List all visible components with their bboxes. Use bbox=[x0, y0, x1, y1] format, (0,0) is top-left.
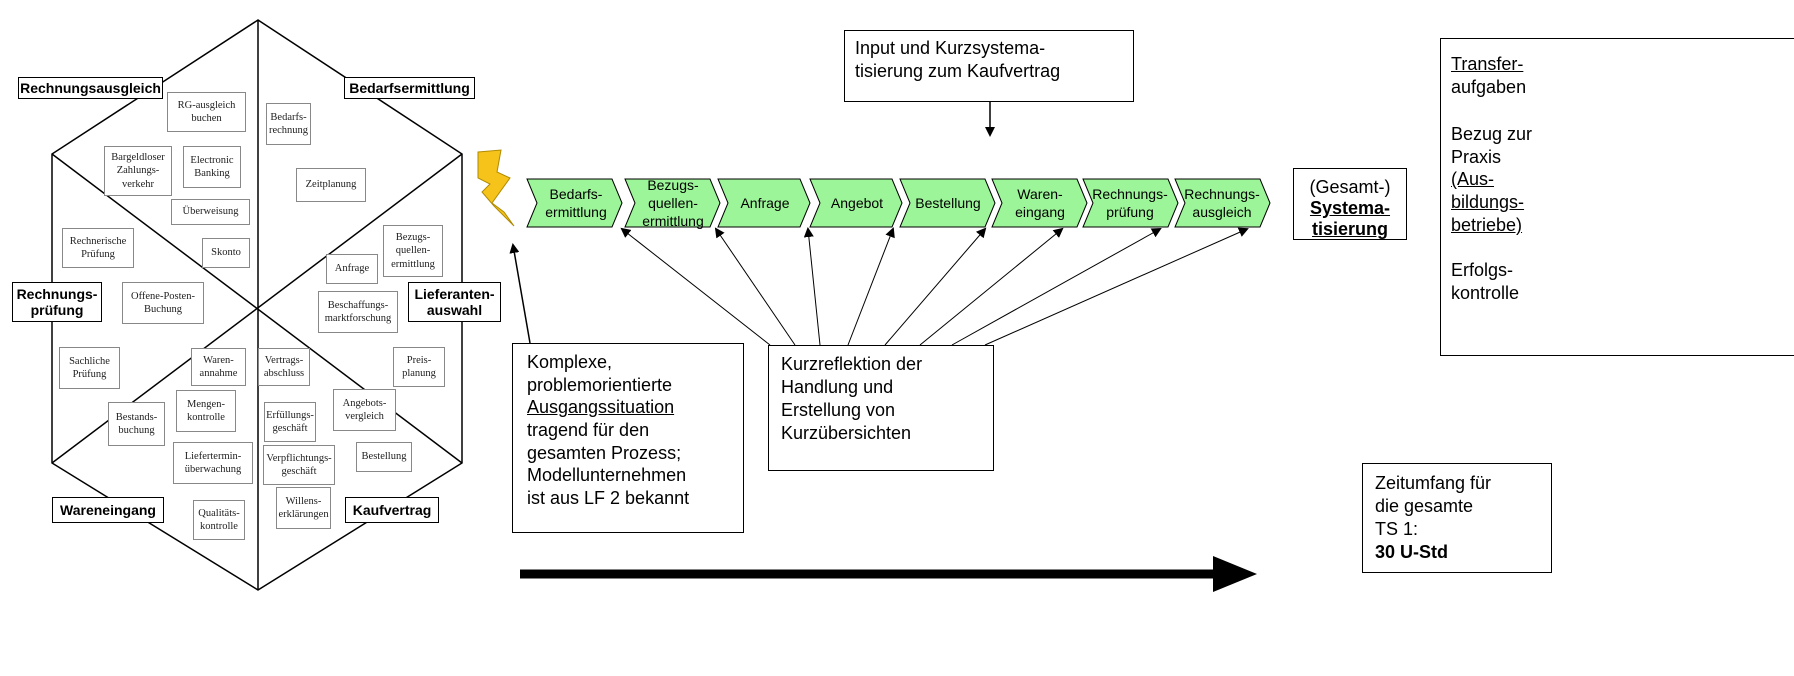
chevron-bezugsquellen bbox=[624, 178, 721, 228]
lightning-icon bbox=[477, 149, 515, 227]
praxis-line-4: bildungs- bbox=[1451, 192, 1525, 213]
category-lieferantenauswahl: Lieferanten- auswahl bbox=[408, 282, 501, 322]
item-willens: Willens-erklärungen bbox=[276, 487, 331, 529]
praxis-line-3: (Aus- bbox=[1451, 169, 1495, 190]
step-label-bestellung: Bestellung bbox=[915, 194, 981, 211]
category-rechnungsausgleich: Rechnungsausgleich bbox=[18, 77, 163, 99]
item-erfuellung: Erfüllungs-geschäft bbox=[264, 402, 316, 442]
complex-line-1: Komplexe, bbox=[527, 352, 613, 372]
transfer-box: Transfer- aufgaben Bezug zur Praxis (Aus… bbox=[1440, 38, 1794, 356]
item-offene-posten: Offene-Posten-Buchung bbox=[122, 282, 204, 324]
reflection-arrow-4 bbox=[847, 227, 895, 346]
category-wareneingang: Wareneingang bbox=[52, 497, 164, 523]
item-verpflichtung: Verpflichtungs-geschäft bbox=[263, 445, 335, 485]
item-vertragsabschluss: Vertrags-abschluss bbox=[258, 348, 310, 386]
item-preisplanung: Preis-planung bbox=[393, 347, 445, 387]
complex-line-2: problemorientierte bbox=[527, 374, 673, 395]
gesamt-line-1: (Gesamt-) bbox=[1309, 177, 1391, 197]
complex-line-4: tragend für den gesamten Prozess; Modell… bbox=[527, 420, 690, 509]
time-line-2: 30 U-Std bbox=[1375, 541, 1449, 562]
timeline-arrowhead bbox=[1213, 556, 1257, 592]
item-bezugsquellen: Bezugs-quellen-ermittlung bbox=[383, 225, 443, 277]
praxis-line-1: Bezug zur bbox=[1451, 123, 1533, 144]
reflection-arrow-1 bbox=[620, 227, 771, 346]
chevron-anfrage bbox=[717, 178, 811, 228]
reflection-text: Kurzreflektion der Handlung und Erstellu… bbox=[781, 354, 923, 444]
transfer-line-2: aufgaben bbox=[1451, 76, 1527, 97]
reflection-box: Kurzreflektion der Handlung und Erstellu… bbox=[768, 345, 994, 471]
category-kaufvertrag: Kaufvertrag bbox=[345, 497, 439, 523]
item-sachliche-pruefung: Sachliche Prüfung bbox=[59, 347, 120, 389]
item-zeitplanung: Zeitplanung bbox=[296, 168, 366, 202]
step-label-wareneingang: Waren- eingang bbox=[1015, 185, 1065, 220]
item-angebotsvergleich: Angebots-vergleich bbox=[333, 389, 396, 431]
step-label-rechnungspruefung: Rechnungs- prüfung bbox=[1092, 185, 1168, 220]
reflection-arrow-6 bbox=[919, 227, 1064, 346]
erfolg-line-2: kontrolle bbox=[1451, 282, 1520, 303]
chevron-wareneingang bbox=[991, 178, 1088, 228]
chevron-rechnungspruefung bbox=[1082, 178, 1179, 228]
time-box: Zeitumfang für die gesamte TS 1: 30 U-St… bbox=[1362, 463, 1552, 573]
item-beschaffungsmarkt: Beschaffungs-marktforschung bbox=[318, 291, 398, 333]
item-bestellung: Bestellung bbox=[356, 442, 412, 472]
category-bedarfsermittlung: Bedarfsermittlung bbox=[344, 77, 475, 99]
complex-situation-box: Komplexe, problemorientierte Ausgangssit… bbox=[512, 343, 744, 533]
step-label-angebot: Angebot bbox=[830, 194, 884, 211]
reflection-arrow-7 bbox=[951, 228, 1162, 346]
item-bestandsbuchung: Bestands-buchung bbox=[108, 402, 165, 446]
step-label-bezugsquellen: Bezugs- quellen- ermittlung bbox=[642, 176, 704, 230]
praxis-line-5: betriebe) bbox=[1451, 215, 1523, 236]
time-text: Zeitumfang für die gesamte TS 1: 30 U-St… bbox=[1375, 472, 1491, 563]
time-line-1: Zeitumfang für die gesamte TS 1: bbox=[1375, 473, 1492, 539]
category-rechnungspruefung: Rechnungs- prüfung bbox=[12, 282, 102, 322]
process-chevrons bbox=[526, 178, 1271, 228]
reflection-arrows bbox=[620, 227, 1249, 346]
item-warenannahme: Waren-annahme bbox=[191, 348, 246, 386]
chevron-bedarfsermittlung bbox=[526, 178, 623, 228]
input-box: Input und Kurzsystema- tisierung zum Kau… bbox=[844, 30, 1134, 102]
transfer-text: Transfer- aufgaben Bezug zur Praxis (Aus… bbox=[1451, 53, 1532, 305]
step-label-anfrage: Anfrage bbox=[740, 194, 790, 211]
erfolg-line-1: Erfolgs- bbox=[1451, 260, 1514, 281]
reflection-arrow-3 bbox=[803, 227, 821, 346]
complex-text: Komplexe, problemorientierte Ausgangssit… bbox=[527, 351, 689, 510]
item-rg-ausgleich: RG-ausgleich buchen bbox=[167, 92, 246, 132]
chevron-rechnungsausgleich bbox=[1174, 178, 1271, 228]
complex-line-3: Ausgangssituation bbox=[527, 397, 675, 418]
item-electronic-banking: Electronic Banking bbox=[183, 146, 241, 188]
gesamt-line-2: Systema- bbox=[1309, 198, 1391, 218]
step-label-rechnungsausgleich: Rechnungs- ausgleich bbox=[1184, 185, 1260, 220]
item-mengenkontrolle: Mengen-kontrolle bbox=[176, 390, 236, 432]
reflection-arrow-8 bbox=[984, 227, 1249, 346]
input-box-text: Input und Kurzsystema- tisierung zum Kau… bbox=[855, 38, 1061, 82]
item-rechnerische-pruefung: Rechnerische Prüfung bbox=[62, 228, 134, 268]
transfer-line-1: Transfer- bbox=[1451, 54, 1524, 74]
praxis-line-2: Praxis bbox=[1451, 146, 1502, 167]
reflection-arrow-5 bbox=[884, 227, 987, 346]
step-label-bedarfsermittlung: Bedarfs- ermittlung bbox=[545, 185, 607, 220]
chevron-angebot bbox=[809, 178, 903, 228]
item-liefertermin: Liefertermin-überwachung bbox=[173, 442, 253, 484]
gesamt-box: (Gesamt-) Systema- tisierung bbox=[1293, 168, 1407, 240]
complex-arrow bbox=[509, 243, 531, 344]
gesamt-line-3: tisierung bbox=[1311, 219, 1388, 239]
reflection-arrow-2 bbox=[714, 227, 796, 346]
chevron-bestellung bbox=[899, 178, 996, 228]
item-qualitaet: Qualitäts-kontrolle bbox=[193, 500, 245, 540]
item-bargeldlos: Bargeldloser Zahlungs-verkehr bbox=[104, 146, 172, 196]
item-bedarfsrechnung: Bedarfs-rechnung bbox=[266, 103, 311, 145]
item-anfrage: Anfrage bbox=[326, 254, 378, 284]
item-skonto: Skonto bbox=[202, 238, 250, 268]
item-ueberweisung: Überweisung bbox=[171, 199, 250, 225]
